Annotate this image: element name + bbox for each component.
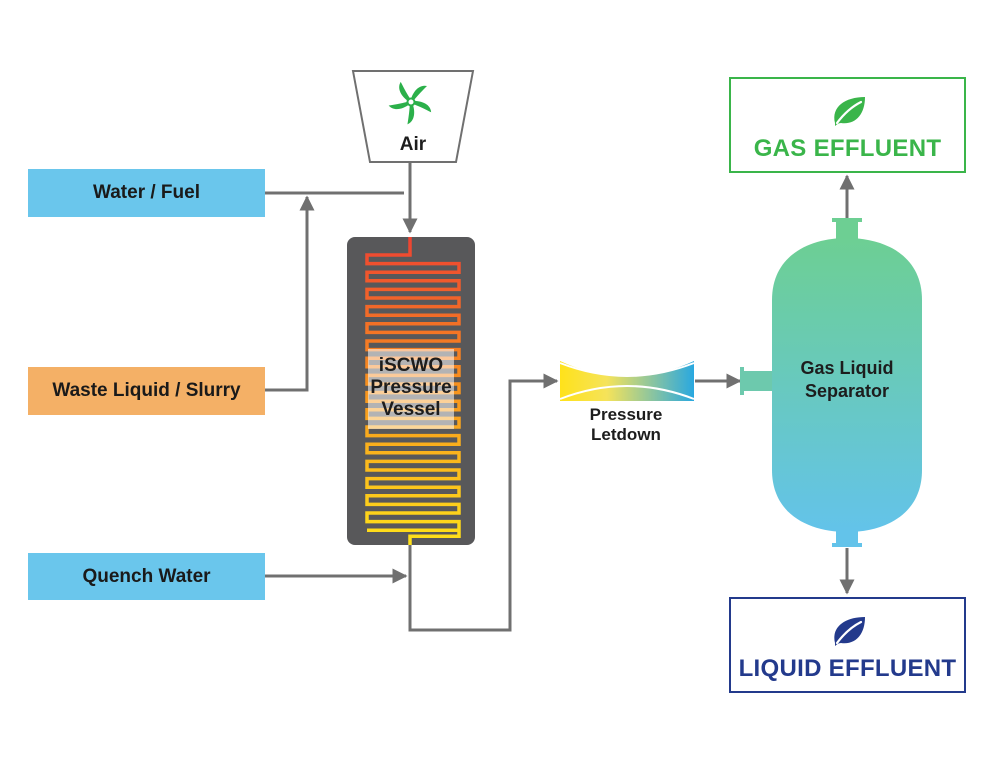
liquid-effluent-label: LIQUID EFFLUENT — [738, 655, 957, 682]
water-fuel-input: Water / Fuel — [28, 169, 265, 217]
air-label: Air — [399, 134, 427, 155]
vessel-label-line3: Vessel — [381, 399, 441, 420]
quench-label: Quench Water — [82, 565, 211, 587]
air-intake — [351, 70, 475, 163]
separator-top-nozzle — [836, 220, 858, 244]
pipe-outlet — [408, 373, 559, 632]
letdown-label-line2: Letdown — [591, 425, 661, 444]
separator-label: Gas Liquid Separator — [782, 355, 912, 405]
separator-side-nozzle-cap — [740, 367, 744, 395]
waste-label: Waste Liquid / Slurry — [52, 380, 241, 401]
water-fuel-label: Water / Fuel — [93, 182, 200, 203]
quench-input: Quench Water — [28, 553, 265, 600]
letdown-label: Pressure Letdown — [566, 403, 686, 447]
separator-bottom-nozzle-cap — [832, 543, 862, 547]
pipes — [265, 162, 855, 632]
vessel-label: iSCWO Pressure Vessel — [360, 348, 462, 428]
vessel-label-line2: Pressure — [370, 377, 452, 398]
separator-label-line2: Separator — [804, 381, 890, 401]
leaf-icon — [834, 617, 865, 646]
pressure-letdown — [559, 361, 695, 401]
letdown-valve — [560, 361, 694, 401]
vessel-coil — [365, 237, 461, 545]
separator-side-nozzle — [742, 371, 776, 391]
waste-input: Waste Liquid / Slurry — [28, 367, 265, 415]
separator-label-line1: Gas Liquid — [800, 358, 894, 378]
pressure-vessel — [347, 237, 475, 545]
vessel-label-line1: iSCWO — [378, 355, 444, 376]
gas-liquid-separator — [740, 218, 922, 547]
leaf-icon — [834, 97, 865, 126]
separator-body — [772, 238, 922, 532]
separator-top-nozzle-cap — [832, 218, 862, 222]
gas-effluent-label: GAS EFFLUENT — [753, 135, 942, 162]
liquid-effluent-box: LIQUID EFFLUENT — [729, 597, 966, 693]
vessel-label-bg — [368, 349, 454, 429]
pipe-waste-up — [265, 195, 315, 392]
gas-effluent-box: GAS EFFLUENT — [729, 77, 966, 173]
fan-icon — [388, 81, 432, 125]
letdown-label-line1: Pressure — [589, 405, 663, 424]
